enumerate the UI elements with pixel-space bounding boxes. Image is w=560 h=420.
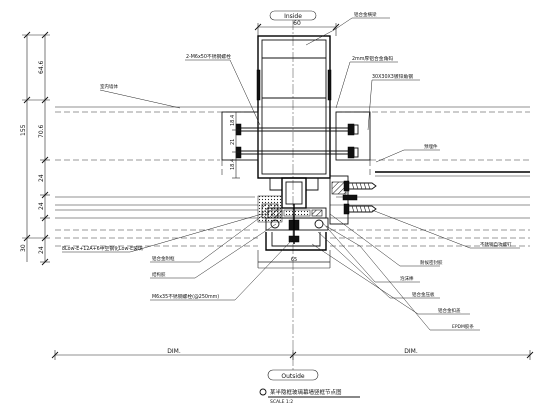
bolt-upper: [235, 123, 359, 136]
screw-upper: [343, 180, 377, 192]
pressure-plate-assembly: [257, 204, 331, 269]
dim-left-5: 30: [20, 244, 27, 252]
aluminium-mullion: [256, 35, 332, 209]
note-right-2: 耐候密封胶: [420, 259, 443, 266]
note-right-7: 不锈钢自攻螺钉: [480, 241, 512, 248]
transom-beam: [55, 106, 530, 198]
dim-inner-2: 18.4: [230, 159, 236, 170]
bracket-spec-text: 2mm厚铝合金角码: [352, 55, 393, 62]
bolt-lower: [235, 146, 359, 159]
dim-left-3: 24: [38, 174, 45, 182]
dim-right-width-text: DIM.: [404, 348, 418, 355]
note-left-2: 结构胶: [152, 271, 166, 278]
outside-label: Outside: [267, 369, 319, 381]
dim-left-width-text: DIM.: [167, 348, 181, 355]
note-right-6: EPDM胶条: [452, 323, 474, 330]
note-right-1: 预埋件: [424, 143, 438, 150]
title-text: 某半隐框玻璃幕墙竖框节点图: [270, 388, 342, 396]
note-right-4: 铝合金压板: [412, 291, 435, 298]
steel-spec-text: 30X30X3镀锌角钢: [372, 73, 413, 80]
screw-lower: [343, 203, 377, 215]
steel-angle-brackets: [221, 111, 371, 178]
bolt-spec-2-text: M6x35不锈钢螺栓(@250mm): [152, 293, 219, 300]
dim-left-0: 64.6: [38, 60, 45, 74]
dim-left-6: 24: [38, 246, 45, 254]
glass-panel-lines: [55, 171, 530, 247]
right-fixing: [329, 175, 377, 225]
note-right-3: 泡沫棒: [400, 275, 414, 282]
note-right-5: 铝合金扣盖: [438, 307, 461, 314]
inner-dimension-chain: 18.4 21 18.4: [230, 111, 240, 179]
note-left-1: 铝合金附框: [152, 255, 175, 262]
title-sub-text: SCALE 1:2: [270, 399, 293, 405]
dim-inner-0: 18.4: [230, 115, 236, 126]
left-dimension-chain: 64.6 155 70.6 24 24 30 24: [20, 31, 50, 266]
mullion-width-text: 60: [293, 20, 301, 27]
dim-inner-1: 21: [230, 139, 236, 145]
bottom-width-dimension: 65: [258, 257, 330, 263]
annotations: 铝合金横梁 2-M6x50不锈钢螺栓 室内墙体 2mm厚铝合金角码 30X30X…: [62, 11, 520, 331]
drawing-title: 某半隐框玻璃幕墙竖框节点图 SCALE 1:2: [259, 388, 360, 405]
glass-spec-text: 8Low-E+12A+6中空钢化Low-E玻璃: [62, 245, 143, 252]
wall-note-text: 室内墙体: [100, 83, 118, 90]
bolts: [235, 123, 359, 159]
inside-label: Inside: [269, 10, 317, 21]
dim-left-4: 24: [38, 202, 45, 210]
dim-left-1: 155: [20, 124, 27, 136]
outside-label-text: Outside: [281, 373, 304, 380]
bottom-overall-dimension: DIM. DIM.: [51, 348, 534, 360]
dim-left-2: 70.6: [38, 124, 45, 138]
inside-label-text: Inside: [284, 13, 302, 20]
bolt-spec-text: 2-M6x50不锈钢螺栓: [186, 53, 231, 60]
mullion-width-bottom-text: 65: [291, 257, 297, 263]
top-width-dimension: 60: [254, 20, 340, 36]
note-top: 铝合金横梁: [354, 11, 377, 18]
